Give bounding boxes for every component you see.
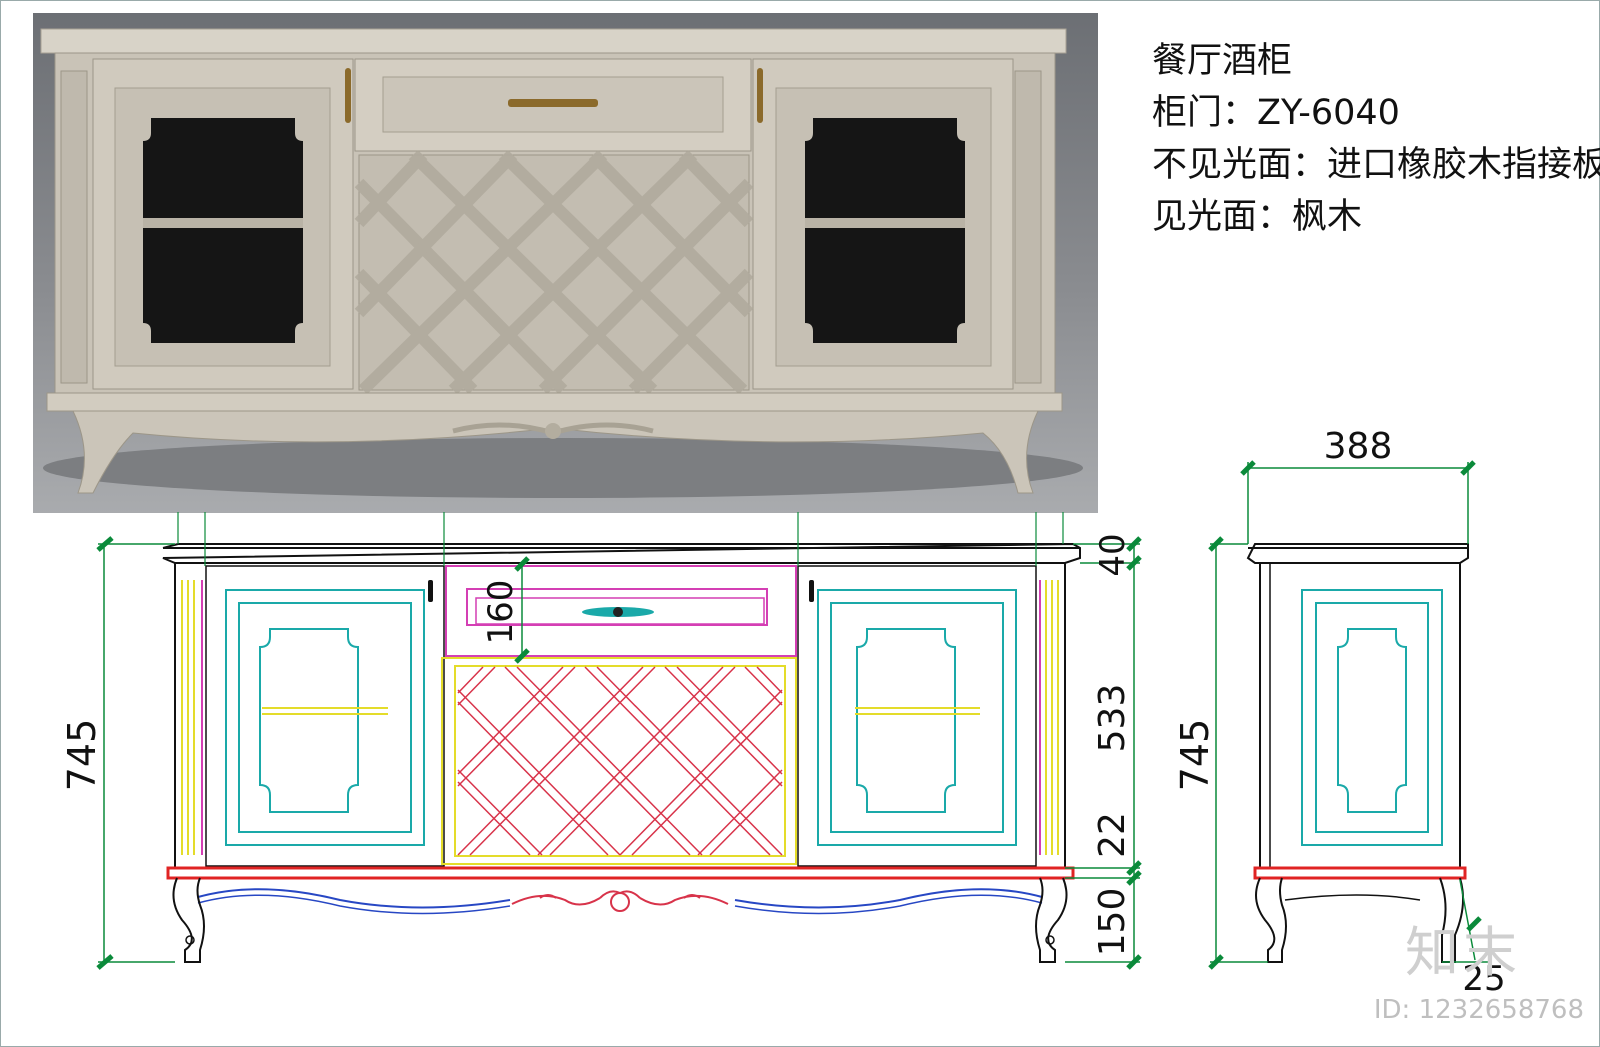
side-elevation [1246, 543, 1469, 963]
watermark-id: ID: 1232658768 [1373, 995, 1584, 1025]
front-dimensions [96, 536, 1142, 970]
dim-top-thickness: 40 [1093, 533, 1133, 576]
dim-leg-height: 150 [1092, 888, 1133, 957]
caption-block: 餐厅酒柜 柜门：ZY-6040 不见光面：进口橡胶木指接板 见光面：枫木 [1152, 35, 1600, 243]
dim-rack-height: 533 [1092, 684, 1133, 753]
dim-front-height: 745 [60, 719, 104, 792]
wine-lattice [457, 666, 783, 856]
cabinet-photo-illustration [40, 28, 1083, 498]
dim-base-band: 22 [1092, 812, 1133, 858]
caption-hidden-face: 不见光面：进口橡胶木指接板 [1152, 145, 1600, 185]
caption-title: 餐厅酒柜 [1152, 41, 1293, 81]
apron-carving [511, 890, 729, 912]
caption-visible-face: 见光面：枫木 [1152, 197, 1363, 237]
front-elevation [162, 512, 1081, 963]
dim-side-depth: 388 [1324, 426, 1393, 467]
cabinet-photo [33, 13, 1098, 513]
side-dimensions [1208, 460, 1490, 970]
caption-door: 柜门：ZY-6040 [1152, 93, 1400, 133]
watermark-logo: 知末 [1405, 921, 1521, 984]
dim-leg-offset: 25 [1462, 959, 1505, 999]
dim-side-height: 745 [1173, 719, 1217, 792]
dim-drawer-height: 160 [481, 580, 521, 645]
